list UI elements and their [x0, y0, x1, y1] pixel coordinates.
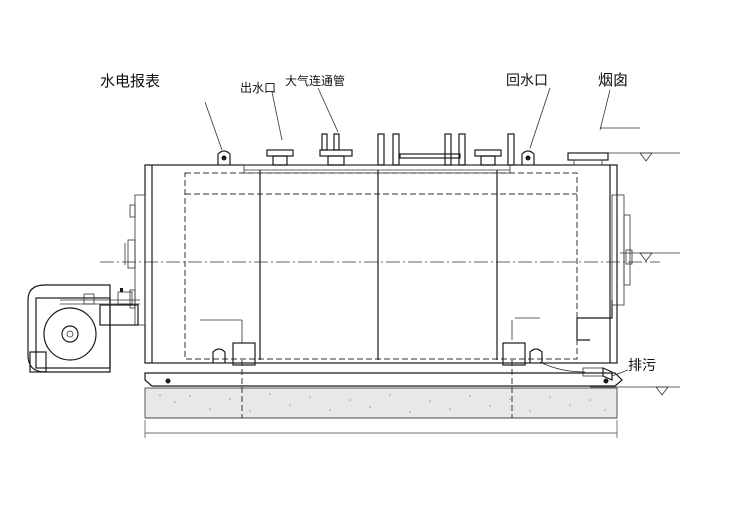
- label-outlet: 出水口: [240, 81, 276, 95]
- label-vent: 大气连通管: [285, 73, 345, 88]
- dimensions: [144, 417, 618, 438]
- level-markers: [590, 127, 680, 396]
- leader-lines: [204, 87, 629, 377]
- label-drain: 排污: [628, 358, 656, 374]
- rear-chamber: [576, 194, 633, 341]
- label-gauge: 水电报表: [100, 72, 160, 90]
- top-nozzles: [217, 133, 609, 166]
- front-door: [124, 194, 146, 326]
- label-return: 回水口: [506, 73, 548, 89]
- bottom-supports: [200, 317, 613, 381]
- boiler-shell: [100, 164, 660, 364]
- base: [144, 360, 623, 419]
- burner: [27, 284, 140, 373]
- label-chimney: 烟囱: [598, 71, 628, 89]
